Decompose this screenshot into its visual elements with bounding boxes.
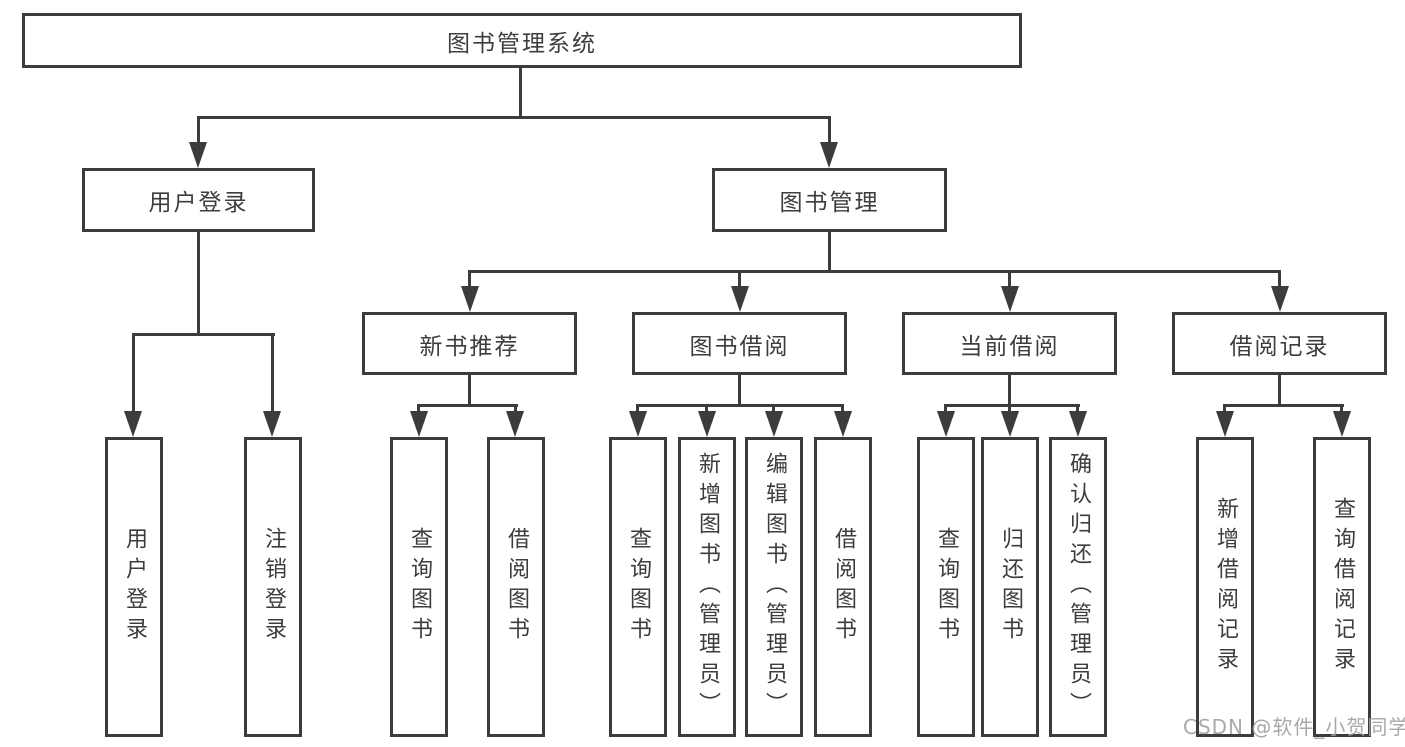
leaf-logout: 注销登录 xyxy=(244,437,302,737)
arrow-down-icon xyxy=(1333,411,1351,437)
leaf-query-book-3-label: 查询图书 xyxy=(934,527,959,647)
connector-line xyxy=(417,404,518,407)
leaf-return-book-label: 归还图书 xyxy=(998,527,1023,647)
connector-line xyxy=(828,116,831,144)
connector-line xyxy=(944,404,947,414)
leaf-borrow-book-1: 借阅图书 xyxy=(487,437,545,737)
leaf-borrow-book-1-label: 借阅图书 xyxy=(504,527,529,647)
leaf-query-book-3: 查询图书 xyxy=(917,437,975,737)
connector-line xyxy=(841,404,844,414)
connector-line xyxy=(468,270,1281,273)
node-book-management: 图书管理 xyxy=(712,168,947,232)
connector-line xyxy=(1008,375,1011,407)
leaf-query-book-1: 查询图书 xyxy=(390,437,448,737)
connector-line xyxy=(944,404,1080,407)
connector-line xyxy=(271,333,274,413)
connector-line xyxy=(1223,404,1344,407)
node-root: 图书管理系统 xyxy=(22,13,1022,68)
leaf-return-book: 归还图书 xyxy=(981,437,1039,737)
leaf-query-book-2: 查询图书 xyxy=(609,437,667,737)
connector-line xyxy=(1340,404,1343,414)
arrow-down-icon xyxy=(410,411,428,437)
leaf-borrow-book-2-label: 借阅图书 xyxy=(831,527,856,647)
connector-line xyxy=(772,404,775,414)
connector-line xyxy=(828,232,831,273)
node-root-label: 图书管理系统 xyxy=(447,30,597,57)
node-user-login: 用户登录 xyxy=(82,168,315,232)
arrow-down-icon xyxy=(698,411,716,437)
csdn-watermark: CSDN @软件_小贺同学 xyxy=(1183,715,1405,739)
leaf-borrow-book-2: 借阅图书 xyxy=(814,437,872,737)
arrow-down-icon xyxy=(820,142,838,168)
connector-line xyxy=(738,375,741,407)
leaf-logout-label: 注销登录 xyxy=(261,527,286,647)
leaf-query-book-1-label: 查询图书 xyxy=(407,527,432,647)
leaf-add-book-admin-label: 新增图书（管理员） xyxy=(695,452,720,722)
connector-line xyxy=(738,270,741,288)
connector-line xyxy=(197,232,200,336)
connector-line xyxy=(1076,404,1079,414)
connector-line xyxy=(197,116,200,144)
connector-line xyxy=(519,68,522,118)
arrow-down-icon xyxy=(1001,286,1019,312)
node-current-borrow: 当前借阅 xyxy=(902,312,1117,375)
leaf-edit-book-admin-label: 编辑图书（管理员） xyxy=(762,452,787,722)
arrow-down-icon xyxy=(506,411,524,437)
connector-line xyxy=(1223,404,1226,414)
leaf-edit-book-admin: 编辑图书（管理员） xyxy=(745,437,803,737)
leaf-add-borrow-record: 新增借阅记录 xyxy=(1196,437,1254,737)
leaf-user-login: 用户登录 xyxy=(105,437,163,737)
connector-line xyxy=(1008,404,1011,414)
connector-line xyxy=(636,404,639,414)
leaf-query-book-2-label: 查询图书 xyxy=(626,527,651,647)
arrow-down-icon xyxy=(1069,411,1087,437)
node-book-borrow: 图书借阅 xyxy=(632,312,847,375)
leaf-confirm-return-admin-label: 确认归还（管理员） xyxy=(1066,452,1091,722)
arrow-down-icon xyxy=(834,411,852,437)
connector-line xyxy=(705,404,708,414)
connector-line xyxy=(1278,375,1281,407)
connector-line xyxy=(468,270,471,288)
connector-line xyxy=(132,333,135,413)
node-borrow-records-label: 借阅记录 xyxy=(1229,333,1330,360)
arrow-down-icon xyxy=(1271,286,1289,312)
arrow-down-icon xyxy=(189,142,207,168)
node-user-login-label: 用户登录 xyxy=(148,190,249,216)
connector-line xyxy=(636,404,844,407)
arrow-down-icon xyxy=(1216,411,1234,437)
leaf-add-book-admin: 新增图书（管理员） xyxy=(678,437,736,737)
leaf-query-borrow-record: 查询借阅记录 xyxy=(1313,437,1371,737)
arrow-down-icon xyxy=(629,411,647,437)
leaf-user-login-label: 用户登录 xyxy=(122,527,147,647)
node-current-borrow-label: 当前借阅 xyxy=(959,333,1060,360)
connector-line xyxy=(1008,270,1011,288)
node-book-management-label: 图书管理 xyxy=(779,190,880,216)
node-new-book-recommend: 新书推荐 xyxy=(362,312,577,375)
leaf-query-borrow-record-label: 查询借阅记录 xyxy=(1330,497,1355,677)
connector-line xyxy=(197,116,831,119)
arrow-down-icon xyxy=(1001,411,1019,437)
arrow-down-icon xyxy=(937,411,955,437)
arrow-down-icon xyxy=(263,411,281,437)
arrow-down-icon xyxy=(731,286,749,312)
connector-line xyxy=(468,375,471,407)
connector-line xyxy=(132,333,275,336)
node-new-book-recommend-label: 新书推荐 xyxy=(419,333,520,360)
connector-line xyxy=(417,404,420,414)
node-book-borrow-label: 图书借阅 xyxy=(689,333,790,360)
arrow-down-icon xyxy=(765,411,783,437)
leaf-add-borrow-record-label: 新增借阅记录 xyxy=(1213,497,1238,677)
arrow-down-icon xyxy=(461,286,479,312)
connector-line xyxy=(514,404,517,414)
arrow-down-icon xyxy=(124,411,142,437)
node-borrow-records: 借阅记录 xyxy=(1172,312,1387,375)
leaf-confirm-return-admin: 确认归还（管理员） xyxy=(1049,437,1107,737)
connector-line xyxy=(1278,270,1281,288)
